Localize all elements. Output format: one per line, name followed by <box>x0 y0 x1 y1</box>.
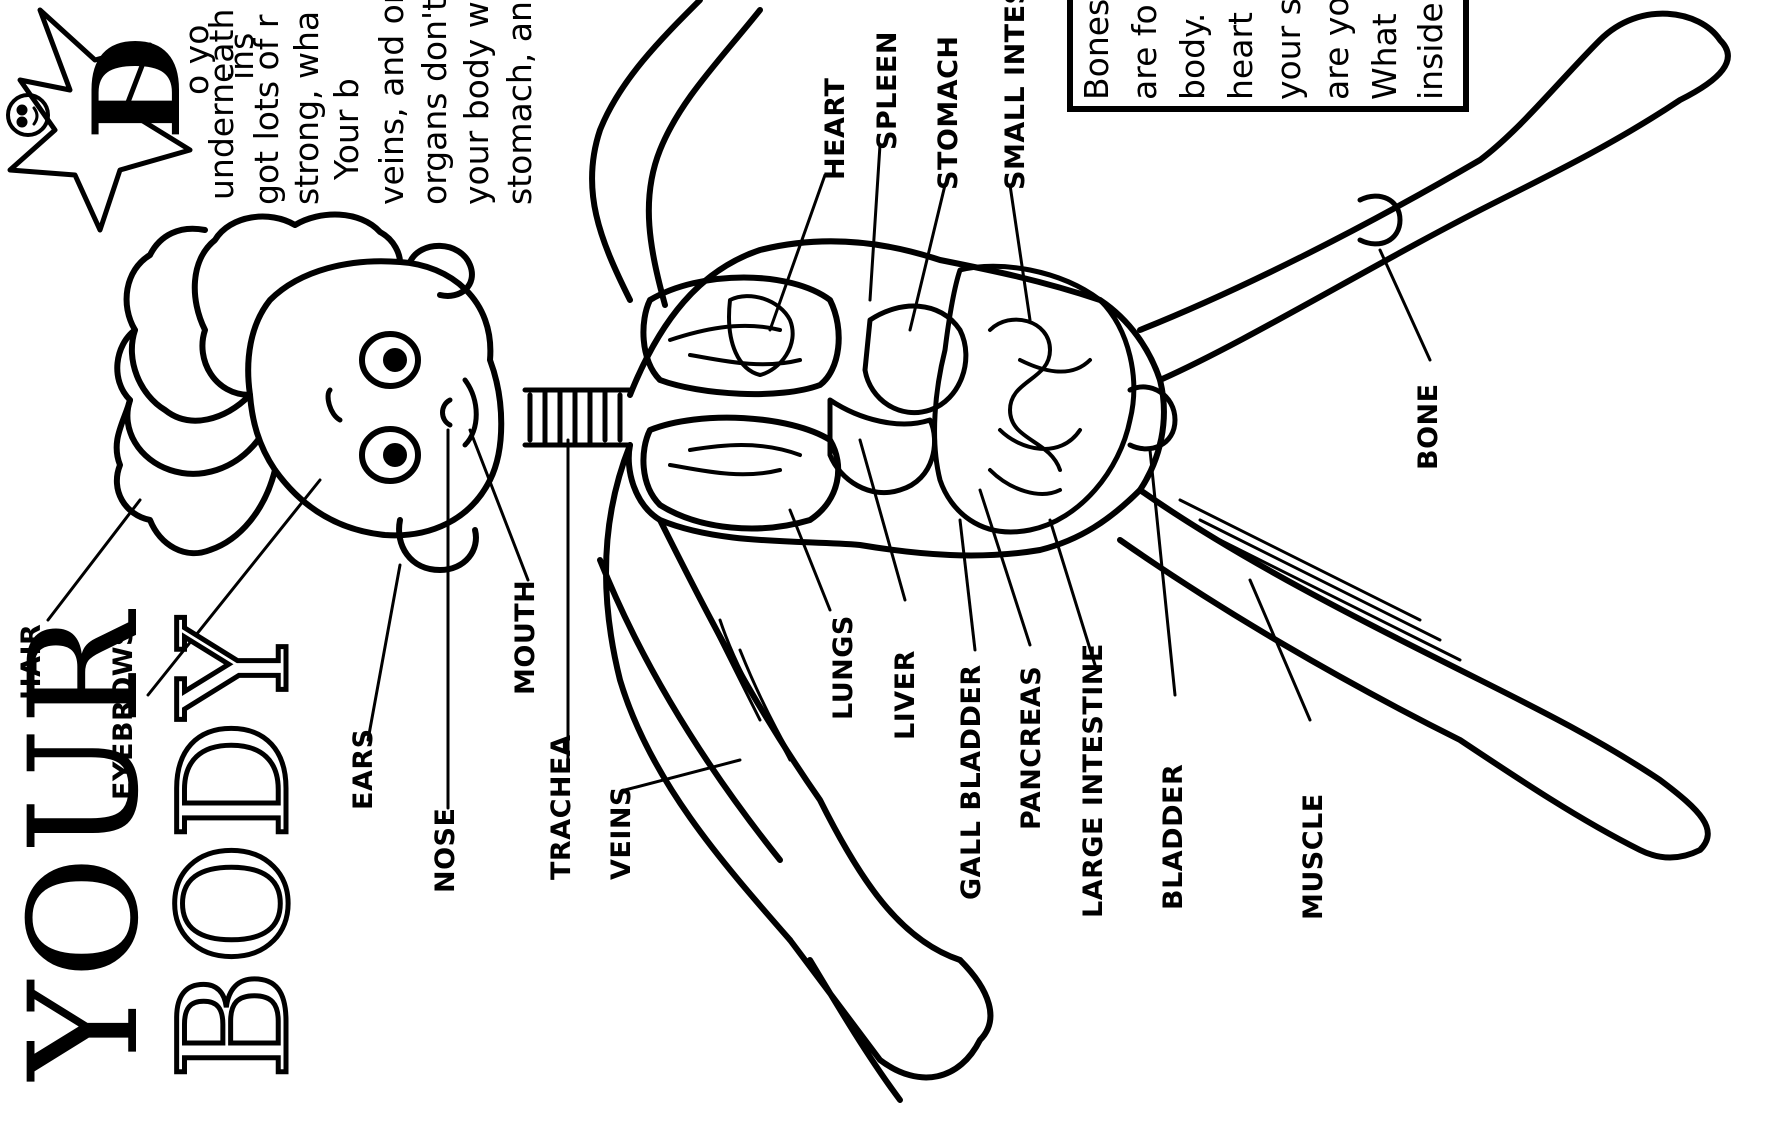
intro-line-5: strong, wha <box>290 11 323 205</box>
label-lungs: LUNGS <box>830 615 857 720</box>
label-liver: LIVER <box>892 650 919 740</box>
label-small-intestine: SMALL INTES <box>1002 0 1029 190</box>
label-bladder: BLADDER <box>1160 764 1187 910</box>
intro-line-6: Your b <box>330 78 363 180</box>
infobox-line-8: inside <box>1414 2 1447 100</box>
intro-line-10: stomach, and <box>503 0 536 205</box>
label-veins: VEINS <box>608 786 635 880</box>
intro-line-3: underneath <box>205 9 238 200</box>
label-gall-bladder: GALL BLADDER <box>958 664 985 900</box>
infobox-line-5: your s <box>1272 0 1305 100</box>
label-pancreas: PANCREAS <box>1018 666 1045 830</box>
label-trachea: TRACHEA <box>548 735 575 880</box>
label-muscle: MUSCLE <box>1300 793 1327 920</box>
infobox-line-6: are yo <box>1320 0 1353 100</box>
infobox-line-3: body. <box>1176 13 1209 100</box>
label-eyebrows: EYEBROWS <box>110 626 137 800</box>
infobox-line-1: Bones <box>1080 0 1113 100</box>
arms-drawing <box>592 0 990 1100</box>
intro-line-4: got lots of r <box>250 15 283 205</box>
infobox-line-2: are fo <box>1128 4 1161 100</box>
trachea-drawing <box>525 390 630 445</box>
intro-line-8: organs don't <box>418 0 451 205</box>
label-bone: BONE <box>1415 383 1442 470</box>
label-heart: HEART <box>822 78 849 180</box>
title-line-2: BODY <box>160 617 310 1080</box>
head-drawing <box>117 215 502 570</box>
torso-drawing <box>629 241 1175 555</box>
intro-line-9: your body wo <box>460 0 493 205</box>
label-stomach: STOMACH <box>935 36 962 191</box>
label-hair: HAIR <box>18 624 45 700</box>
label-nose: NOSE <box>432 808 459 893</box>
label-spleen: SPLEEN <box>874 31 901 150</box>
intro-line-7: veins, and or <box>375 0 408 205</box>
infobox-line-4: heart <box>1224 12 1257 100</box>
label-ears: EARS <box>350 728 377 810</box>
label-large-intestine: LARGE INTESTINE <box>1080 643 1107 918</box>
label-mouth: MOUTH <box>512 580 539 695</box>
infobox-line-7: What <box>1368 13 1401 100</box>
